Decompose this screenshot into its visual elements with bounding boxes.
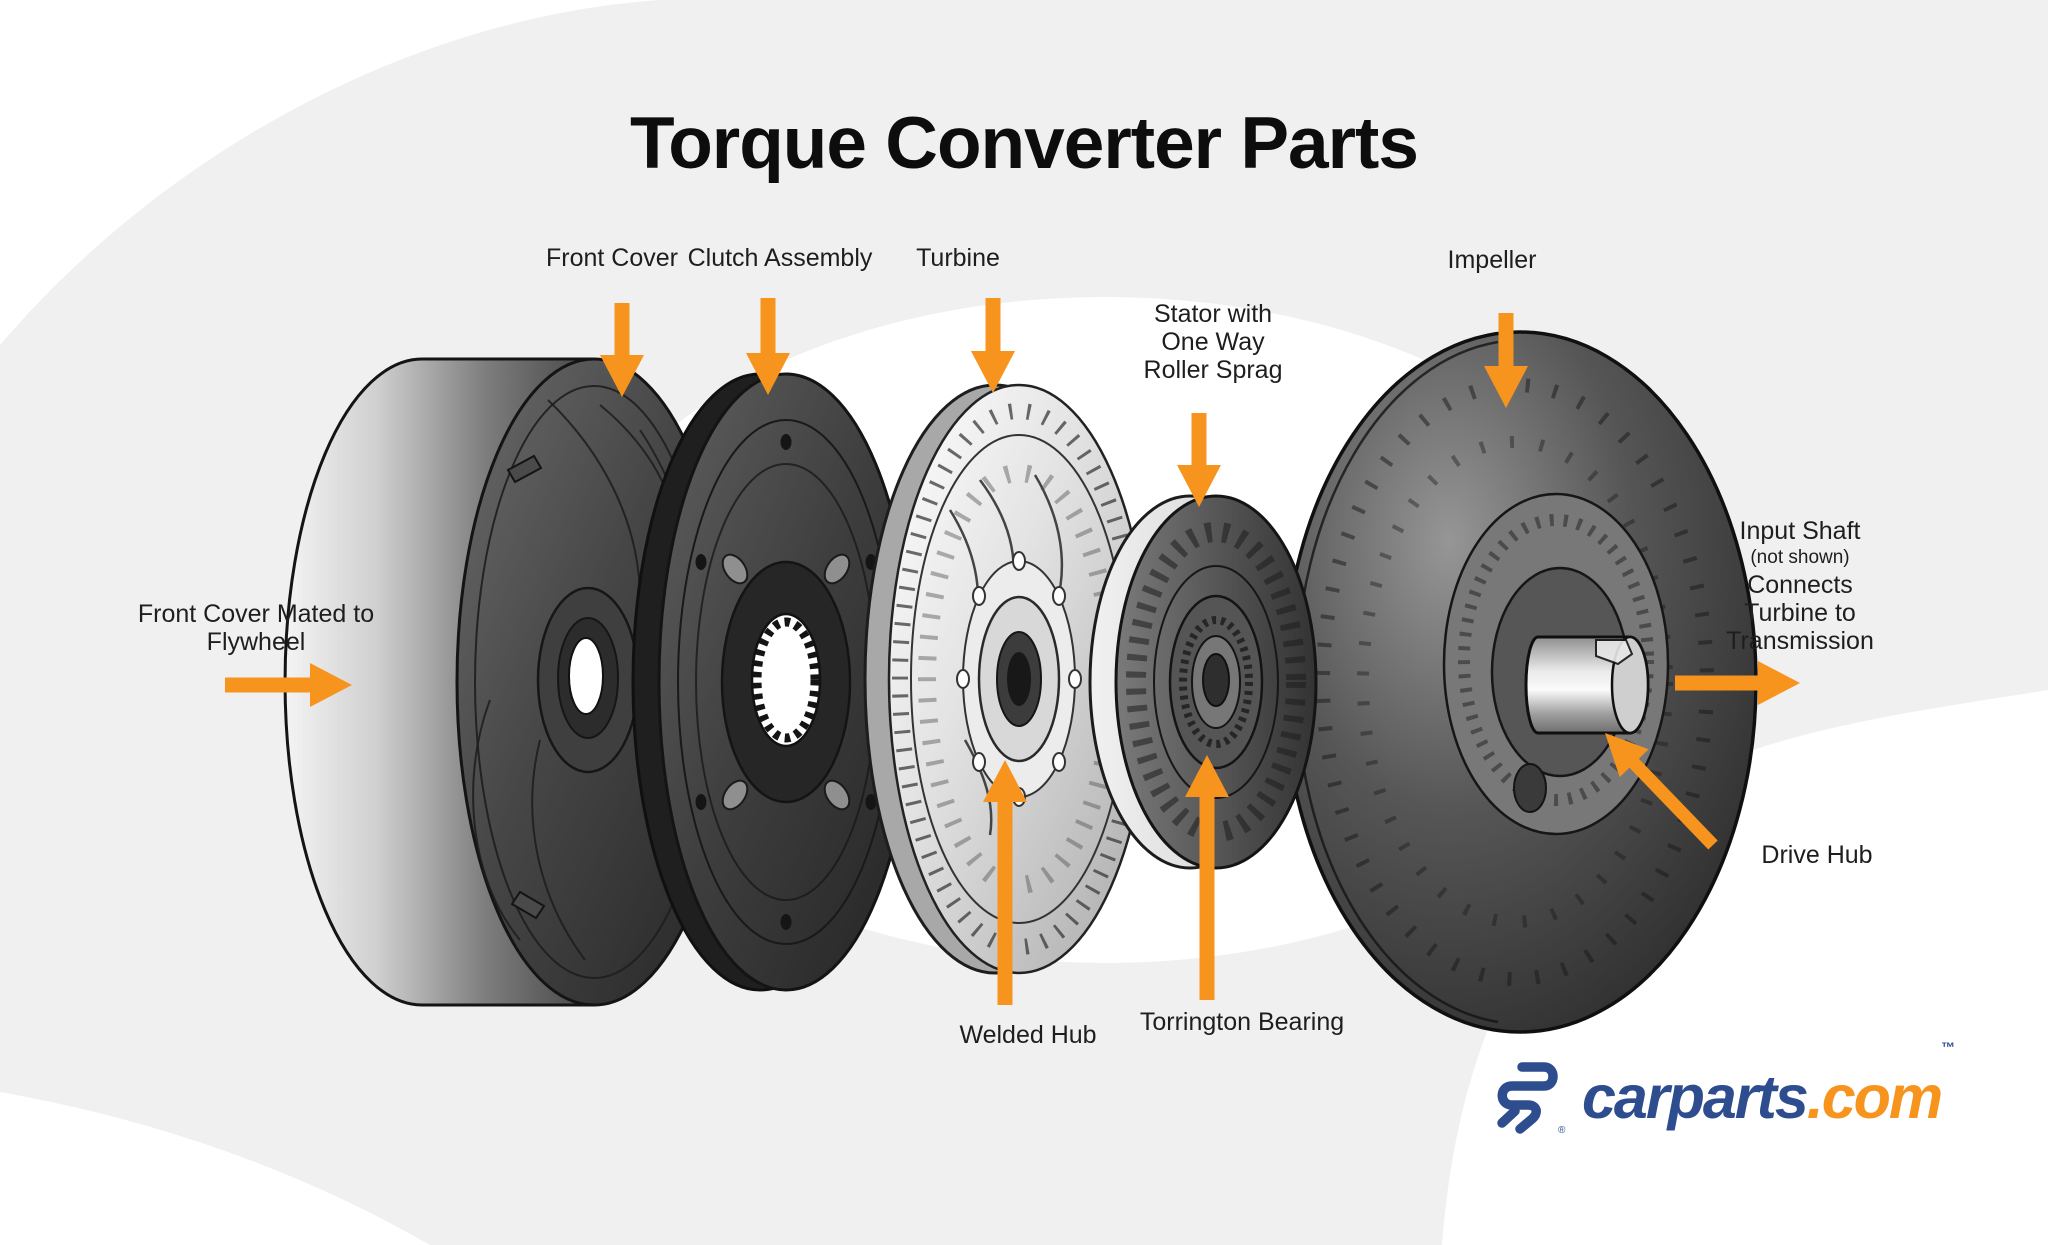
arrow-front-cover-mated [225,663,352,707]
carparts-swoosh-icon: ® [1497,1062,1566,1136]
arrow-stator [1177,413,1221,507]
label-torrington-bearing: Torrington Bearing [1139,1008,1345,1036]
registered-mark: ® [1558,1125,1566,1136]
carparts-wordmark: carparts.com ™ [1582,1039,1955,1128]
arrow-front-cover [600,303,644,397]
callout-arrows [225,298,1800,1005]
label-welded-hub: Welded Hub [959,1021,1097,1049]
arrow-input-shaft [1675,661,1800,705]
page-title: Torque Converter Parts [630,103,1419,184]
drive-hub-part [1524,635,1650,735]
trademark-symbol: ™ [1941,1038,1956,1055]
turbine-part [863,383,1151,975]
label-impeller: Impeller [1447,246,1537,274]
label-front-cover: Front Cover [546,244,678,272]
arrow-turbine [971,298,1015,393]
arrow-drive-hub [1605,733,1718,850]
label-drive-hub: Drive Hub [1761,841,1873,869]
label-front-cover-mated: Front Cover Mated to Flywheel [137,600,375,656]
label-clutch-assembly: Clutch Assembly [687,244,873,272]
arrow-welded-hub [983,760,1027,1005]
stator-part [1088,494,1318,870]
logo-domain-text: .com [1806,1062,1943,1131]
label-stator: Stator with One Way Roller Sprag [1143,300,1283,384]
carparts-logo: ® carparts.com ™ [1488,1039,1955,1136]
logo-brand-text: carparts [1582,1062,1809,1131]
label-input-shaft: Input Shaft (not shown) Connects Turbine… [1726,517,1874,655]
arrow-impeller [1484,313,1528,408]
clutch-assembly-part [631,372,915,992]
arrow-clutch-assembly [746,298,790,395]
label-turbine: Turbine [916,244,1000,272]
arrow-torrington-bearing [1185,755,1229,1000]
front-cover-pilot-hole [568,637,604,715]
